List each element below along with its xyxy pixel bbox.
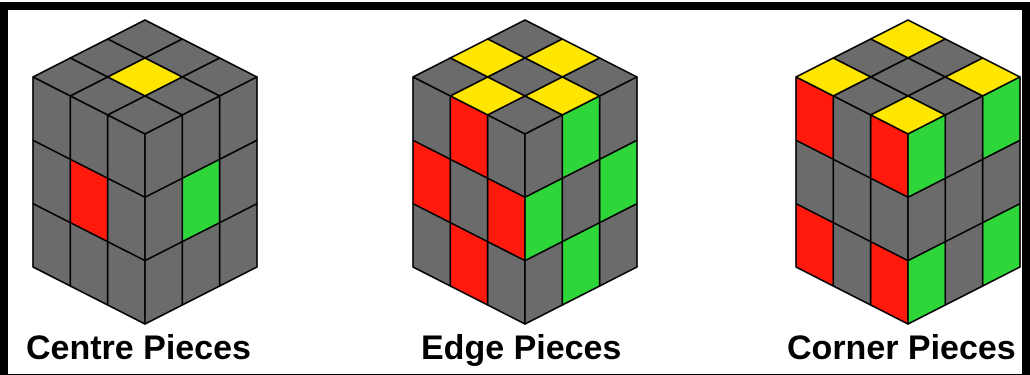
centre-pieces-label: Centre Pieces <box>26 326 251 370</box>
corner-pieces-label: Corner Pieces <box>787 326 1016 370</box>
corner-pieces-cube <box>796 20 1020 324</box>
edge-pieces-label: Edge Pieces <box>421 326 621 370</box>
edge-pieces-cube <box>413 20 637 324</box>
centre-pieces-cube <box>33 20 257 324</box>
